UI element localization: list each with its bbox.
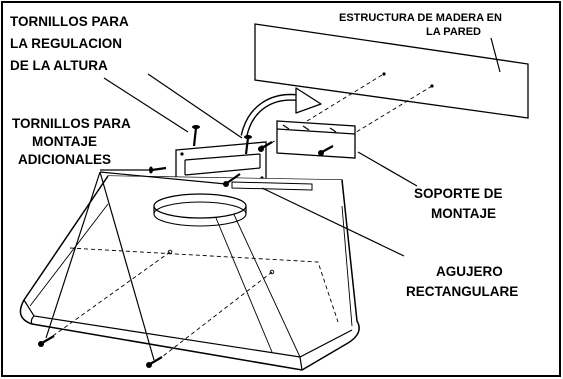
curved-arrow-icon bbox=[240, 87, 322, 137]
bottom-screw-paths bbox=[49, 251, 273, 361]
screw-icon bbox=[146, 356, 163, 368]
screw-hole bbox=[430, 84, 434, 88]
label-height-screws: TORNILLOS PARA LA REGULACION DE LA ALTUR… bbox=[10, 14, 132, 73]
label-wall-structure: ESTRUCTURA DE MADERA EN LA PARED bbox=[339, 12, 505, 38]
label-rectangular-hole: AGUJERO RECTANGULARE bbox=[406, 264, 518, 299]
label-bracket: SOPORTE DE MONTAJE bbox=[414, 186, 506, 221]
mounting-bracket bbox=[276, 120, 356, 159]
screw-icon bbox=[38, 335, 55, 347]
leader-lines bbox=[45, 37, 501, 361]
screw-icon bbox=[244, 135, 252, 155]
range-hood bbox=[19, 175, 360, 371]
screw-icon bbox=[318, 145, 334, 156]
screw-hole bbox=[269, 269, 275, 275]
screw-hole bbox=[382, 72, 386, 76]
label-extra-screws: TORNILLOS PARA MONTAJE ADICIONALES bbox=[12, 116, 134, 167]
wall-wood-panel bbox=[254, 23, 529, 119]
screw-hole bbox=[167, 249, 173, 255]
screw-icon bbox=[258, 141, 273, 152]
screw-icon bbox=[192, 125, 200, 147]
screw-icon bbox=[149, 166, 167, 174]
